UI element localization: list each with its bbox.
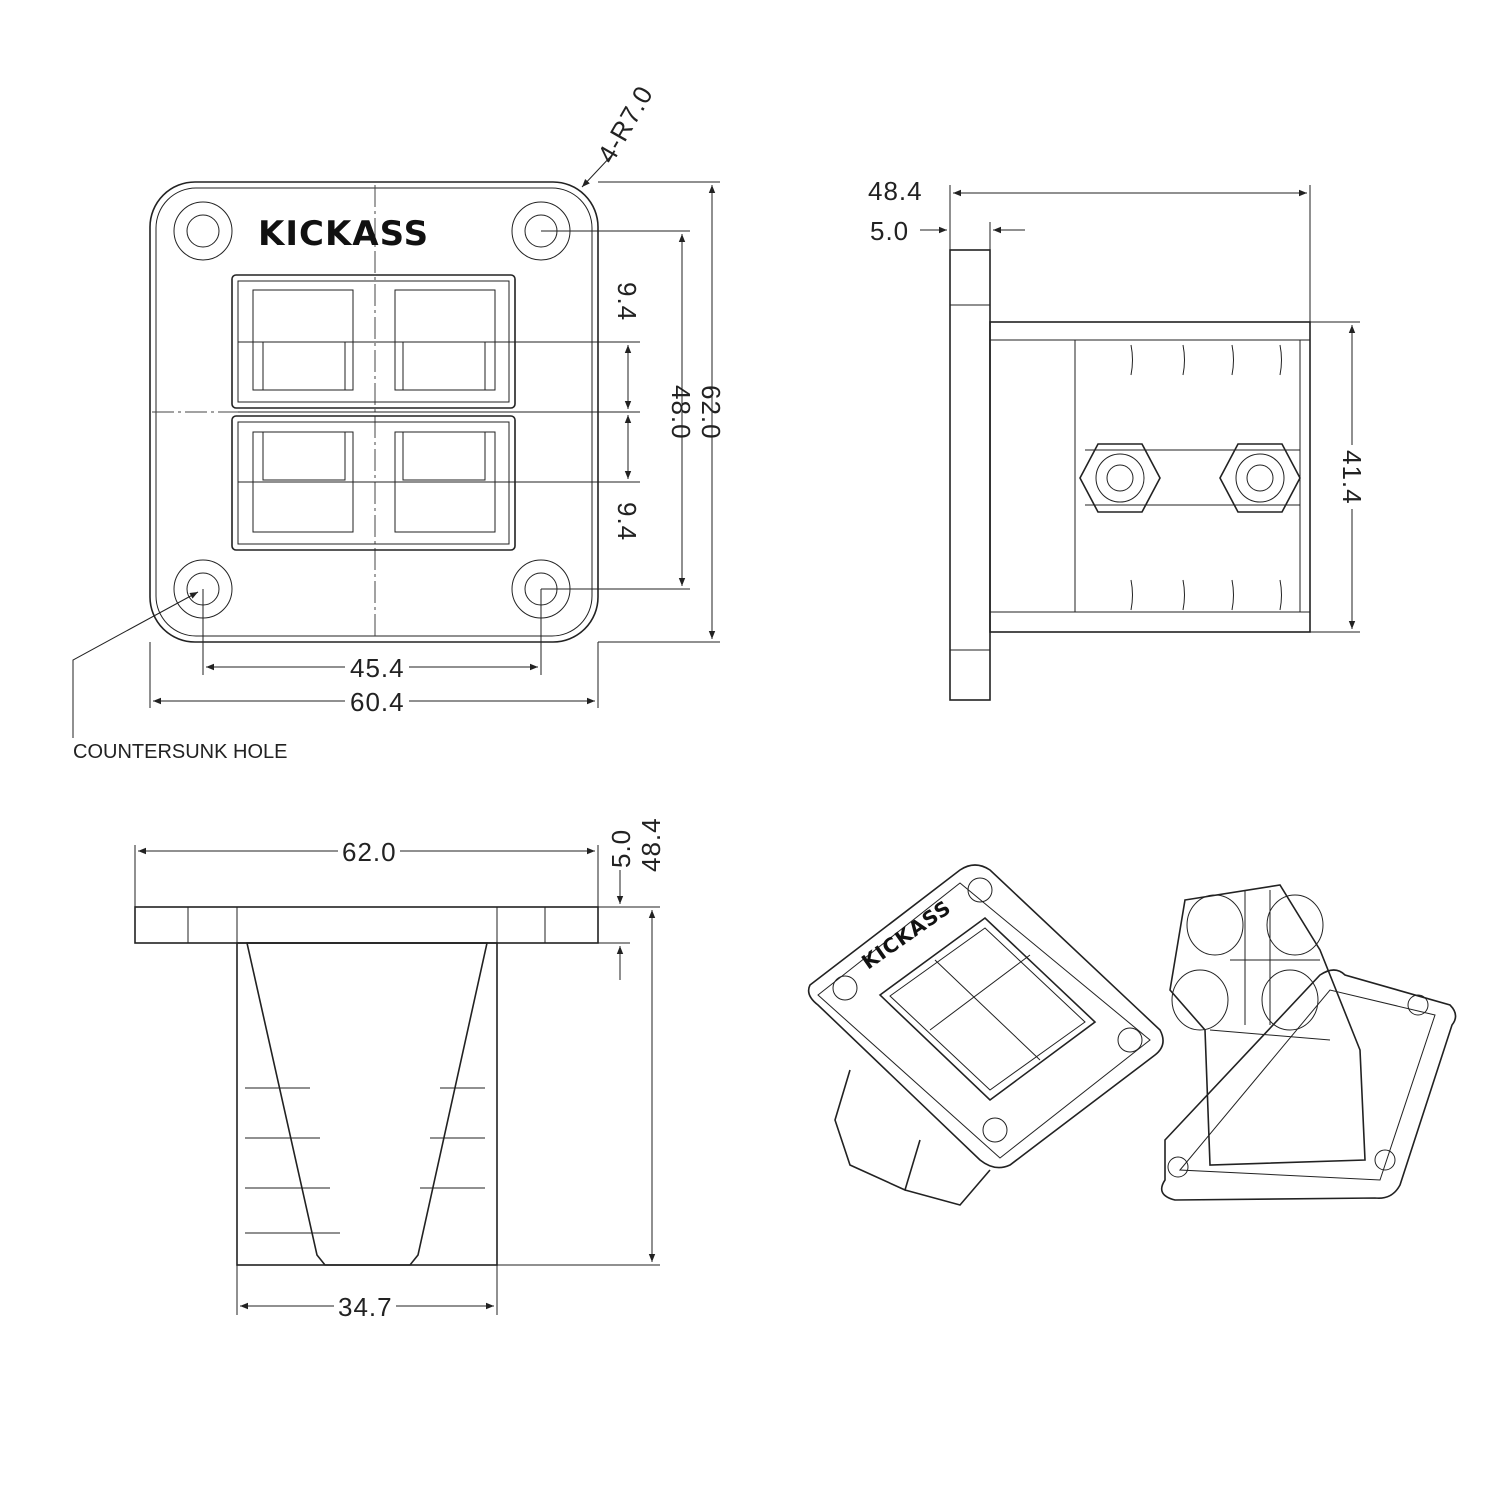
bottom-view: 62.0 5.0 48.4 34.7 <box>134 817 666 1322</box>
ribs <box>1130 344 1282 611</box>
dim-body-width: 34.7 <box>338 1292 393 1322</box>
dim-overall-width: 60.4 <box>350 687 405 717</box>
dim-pitch-upper: 9.4 <box>612 282 642 321</box>
dim-plate-width: 62.0 <box>342 837 397 867</box>
dim-body-height: 41.4 <box>1337 450 1367 505</box>
dim-overall-height: 62.0 <box>696 385 726 440</box>
dim-plate-thickness: 5.0 <box>870 216 909 246</box>
side-view: 48.4 5.0 41.4 <box>868 176 1367 701</box>
dim-depth: 48.4 <box>868 176 923 206</box>
mounting-holes <box>173 201 571 619</box>
terminal-nuts <box>1079 443 1301 513</box>
iso-kickass-logo: KICKASS <box>857 895 956 974</box>
kickass-logo: KICKASS <box>258 214 429 254</box>
dim-hole-vertical: 48.0 <box>666 385 696 440</box>
countersunk-hole-note: COUNTERSUNK HOLE <box>73 741 287 763</box>
dim-bottom-plate-thickness: 5.0 <box>606 829 636 868</box>
dim-pitch-lower: 9.4 <box>612 502 642 541</box>
isometric-front-view: KICKASS <box>807 864 1164 1206</box>
front-view: KICKASS 9.4 9.4 48.0 62.0 45.4 <box>72 80 726 763</box>
dim-bottom-depth: 48.4 <box>636 817 666 872</box>
dim-hole-horizontal: 45.4 <box>350 653 405 683</box>
dim-corner-radius: 4-R7.0 <box>591 80 659 168</box>
isometric-rear-view <box>1160 884 1457 1201</box>
